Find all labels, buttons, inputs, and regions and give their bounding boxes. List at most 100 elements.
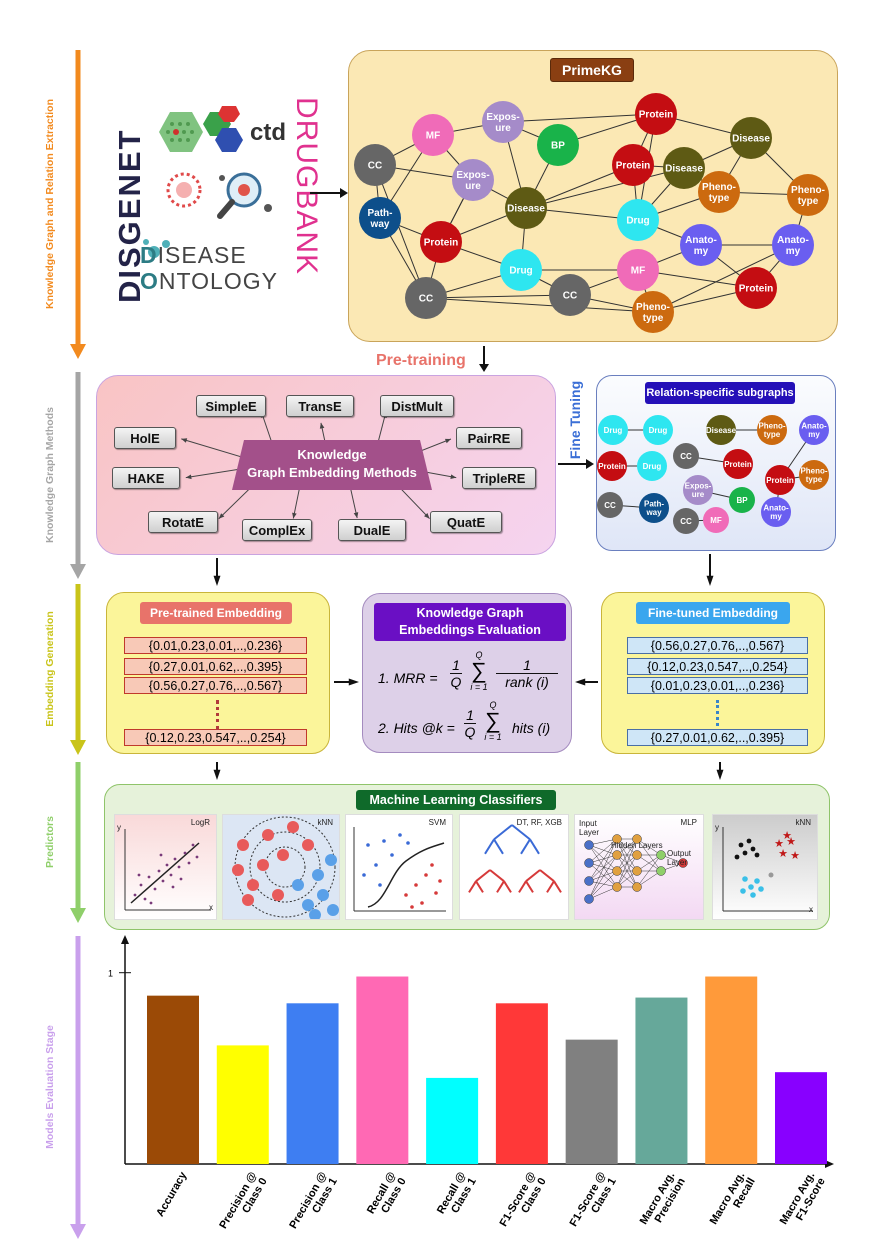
node-label: CC [680,517,692,526]
graph-node: Disease [663,147,705,189]
node-circle [703,507,729,533]
hits-term: hits (i) [512,720,551,736]
x-tick-label: Precision @ Class 0 [217,1170,270,1231]
node-label: Protein [724,460,752,469]
node-circle [420,221,462,263]
flow-arrow-head [213,769,221,780]
ctd-hexagon-icon: ctd [203,106,286,152]
node-circle [706,415,736,445]
classifier-label: kNN [795,818,811,827]
graph-node: Pheno-type [799,460,829,490]
stage-label: Knowledge Graph and Relation Extraction [44,98,56,310]
node-circle [673,508,699,534]
x-tick-label: Macro Avg. Recall [707,1170,759,1227]
stage-arrows [70,50,86,1239]
method-pill-pairre: PairRE [456,427,522,449]
method-pill-triplere: TripleRE [462,467,536,489]
mrr-frac-num: 1 [450,658,462,674]
node-circle [597,492,623,518]
flow-arrow-head [716,769,724,780]
graph-node: MF [703,507,729,533]
graph-edge [502,113,657,123]
stage-label: Embedding Generation [44,611,56,727]
stage-arrow-head [70,740,86,755]
node-circle [612,144,654,186]
subgraphs-title-text: Relation-specific subgraphs [646,387,794,399]
node-circle [405,277,447,319]
hits-frac-num: 1 [464,708,476,724]
bar [426,1077,479,1164]
node-label: Anato-my [685,235,717,257]
svg-text:★: ★ [774,838,784,850]
flow-arrow-head [348,678,359,686]
stage-arrow-head [70,564,86,579]
database-icons: ctd [143,106,286,258]
graph-node: Anato-my [680,224,722,266]
classifiers-title: Machine Learning Classifiers [356,790,556,810]
node-label: Drug [509,266,532,277]
pretraining-label: Pre-training [376,352,466,369]
finetuned-row: {0.27,0.01,0.62,..,0.395} [627,729,808,746]
graph-node: Expos-ure [683,475,713,505]
node-circle [632,291,674,333]
node-circle [761,497,791,527]
classifier-label: kNN [317,818,333,827]
primekg-graph: CCMFExpos-ureExpos-ureBPProteinProteinDi… [354,93,829,333]
pretrained-title-text: Pre-trained Embedding [149,606,283,620]
node-label: Disease [706,426,737,435]
node-label: Disease [732,134,770,145]
node-label: CC [419,294,433,305]
graph-node: Path-way [639,493,669,523]
bar [286,1003,339,1164]
classifiers-title-text: Machine Learning Classifiers [369,793,543,807]
source-logos: DISGENET ctd [100,97,323,310]
finetuned-row: {0.12,0.23,0.547,..,0.254} [627,658,808,675]
finetuned-title: Fine-tuned Embedding [636,602,790,624]
graph-node: Expos-ure [452,159,494,201]
svg-text:★: ★ [778,848,788,860]
graph-node: BP [537,124,579,166]
x-tick-label: Macro Avg. F1-Score [777,1170,828,1227]
method-pill-complex: ComplEx [242,519,312,541]
mrr-formula: 1. MRR = 1 Q Q ∑ i = 1 1 rank (i) [378,650,568,702]
node-label: Pheno-type [758,421,785,439]
method-pill-duale: DualE [338,519,406,541]
flow-arrow-head [575,678,586,686]
graph-edge [374,164,427,299]
hits-sum-symbol: ∑ [485,708,501,733]
kg-methods-center-text: Knowledge Graph Embedding Methods [247,447,417,480]
node-circle [354,144,396,186]
node-circle [359,197,401,239]
graph-node: Pheno-type [698,171,740,213]
svg-text:ctd: ctd [250,119,286,146]
stage-arrow-head [70,344,86,359]
graph-node: Expos-ure [482,101,524,143]
classifier-thumb-svm: SVM [345,814,453,920]
magnifier-icon [217,172,272,219]
evaluation-title: Knowledge Graph Embeddings Evaluation [374,603,566,641]
method-arrow-head [450,474,457,479]
node-circle [412,114,454,156]
bar [775,1072,827,1164]
arrow-down-pretraining [479,346,489,372]
primekg-title-text: PrimeKG [562,62,622,78]
graph-node: CC [354,144,396,186]
classifier-label: LogR [190,818,210,827]
node-label: Protein [739,284,773,295]
graph-node: Disease [730,117,772,159]
graph-node: Pheno-type [632,291,674,333]
arrow-to-subgraphs [558,459,594,469]
regression-line [130,842,200,904]
mrr-sum-top: Q [475,650,483,660]
disease-ontology-logo: DISEASE ONTOLOGY [140,242,278,294]
graph-edge [652,244,794,313]
node-circle [683,475,713,505]
node-label: Drug [649,426,668,435]
node-label: Expos-ure [685,481,712,499]
node-label: CC [680,452,692,461]
method-arrow-head [292,512,297,519]
x-tick-label: Recall @ Class 1 [435,1170,479,1217]
graph-edge [525,167,685,209]
bar [495,1003,548,1164]
